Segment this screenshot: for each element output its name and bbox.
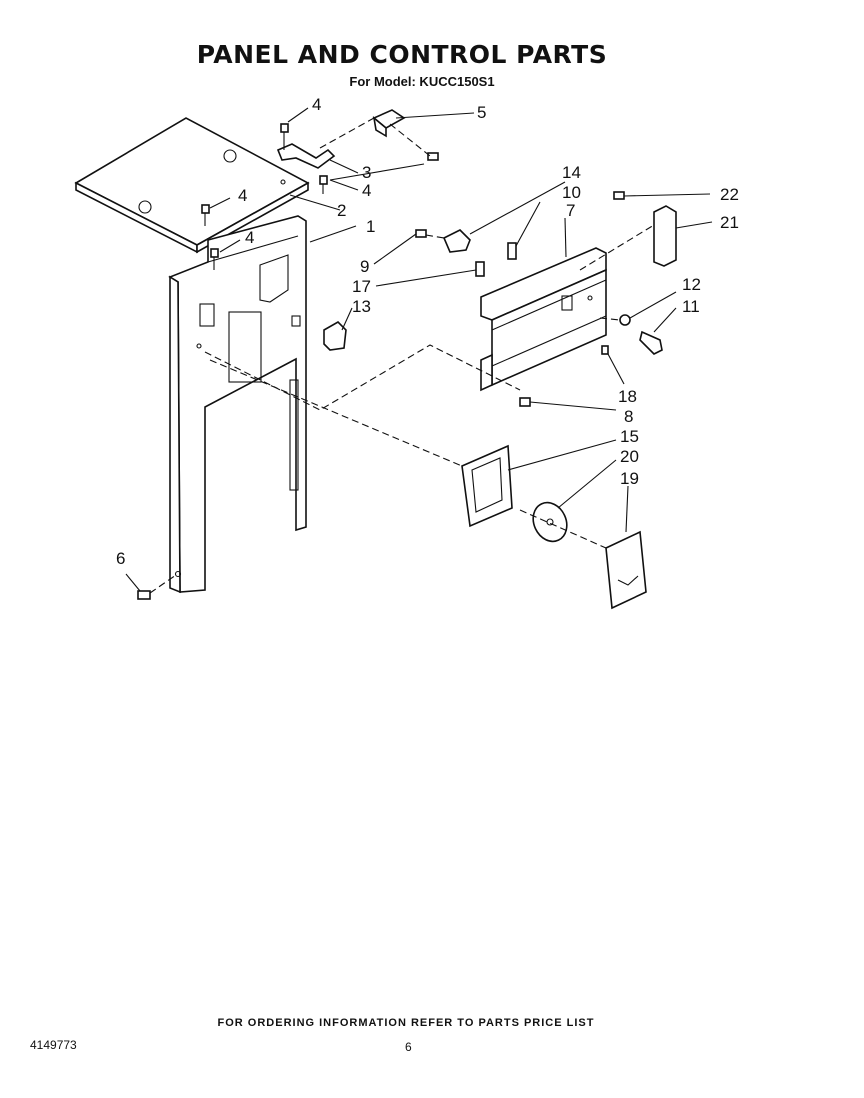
model-subtitle: For Model: KUCC150S1	[349, 74, 495, 89]
callout-4: 4	[312, 95, 321, 114]
callout-3: 3	[362, 163, 371, 182]
control-rail-part	[480, 247, 607, 392]
callout-18: 18	[618, 387, 637, 406]
callout-17: 17	[352, 277, 371, 296]
callout-11: 11	[682, 297, 700, 316]
callout-1: 1	[366, 217, 375, 236]
callout-19: 19	[620, 469, 639, 488]
callout-15: 15	[620, 427, 639, 446]
callout-21: 21	[720, 213, 739, 232]
ordering-note: FOR ORDERING INFORMATION REFER TO PARTS …	[217, 1017, 595, 1029]
callout-14: 14	[562, 163, 581, 182]
control-housing-part	[461, 444, 513, 528]
dial-part	[532, 501, 568, 543]
switch-bracket-part	[323, 321, 347, 351]
assembly-lines	[149, 117, 655, 594]
dial-cover-part	[605, 530, 647, 610]
bracket-part	[276, 109, 406, 169]
callout-4: 4	[362, 181, 371, 200]
knob-parts	[619, 314, 663, 355]
callout-8: 8	[624, 407, 633, 426]
page-number: 6	[405, 1040, 412, 1054]
screw-part-6	[137, 590, 151, 600]
leader-lines	[125, 107, 713, 592]
page-title: PANEL AND CONTROL PARTS	[196, 40, 608, 69]
callout-22: 22	[720, 185, 739, 204]
callout-20: 20	[620, 447, 639, 466]
document-number: 4149773	[30, 1038, 77, 1052]
callout-4: 4	[245, 228, 254, 247]
callout-7: 7	[566, 201, 575, 220]
callout-13: 13	[352, 297, 371, 316]
callout-5: 5	[477, 103, 486, 122]
callout-2: 2	[337, 201, 346, 220]
callout-10: 10	[562, 183, 581, 202]
callout-9: 9	[360, 257, 369, 276]
callout-4: 4	[238, 186, 247, 205]
callout-12: 12	[682, 275, 701, 294]
screw-parts	[201, 123, 439, 270]
small-control-parts	[415, 229, 609, 407]
latch-parts	[613, 191, 677, 267]
callout-6: 6	[116, 549, 125, 568]
side-panel-part	[168, 215, 307, 594]
